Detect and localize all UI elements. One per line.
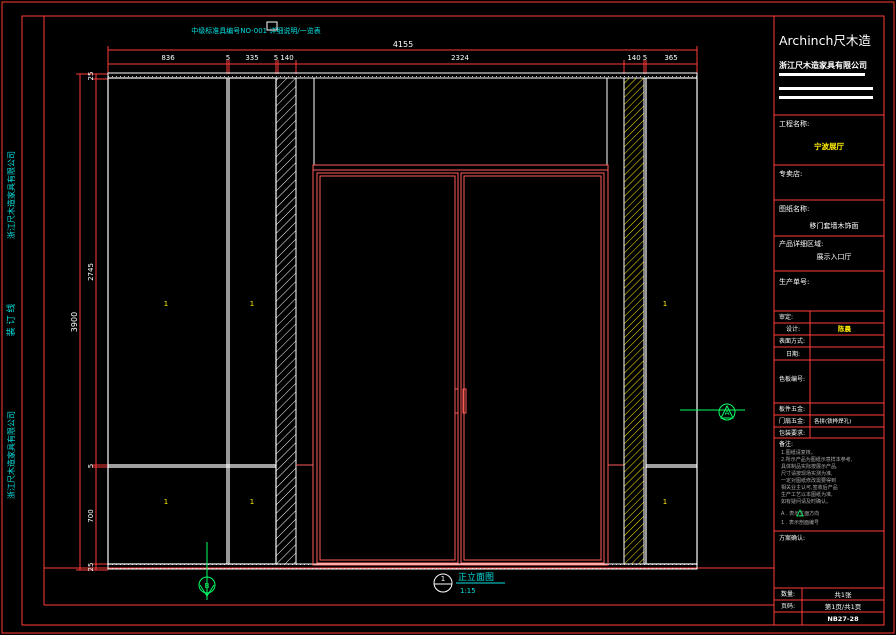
note-line: 1.图纸请复核。 [781, 449, 816, 456]
design-label: 设计: [786, 325, 800, 333]
note-line: 具体制品实际按展示产品, [781, 463, 838, 470]
title-block: Archinch尺木造 浙江尺木造家具有限公司 工程名称: 宁波展厅 专卖店: … [773, 15, 885, 626]
panel-mark: 1 [250, 300, 254, 308]
section-marker-b-label: B [205, 582, 210, 590]
left-wall-panels: 1 1 1 1 [107, 77, 277, 565]
top-cornice [107, 72, 698, 79]
dim-upper: 2745 [87, 263, 95, 281]
view-number: 1 [441, 575, 445, 583]
design-value: 陈晨 [838, 324, 852, 333]
height-dimensions: 3900 25 2745 5 700 25 [70, 72, 108, 572]
panel-mark: 1 [663, 498, 667, 506]
dim-140a: 140 [280, 54, 293, 62]
door-hardware-label: 门扇五金: [779, 417, 805, 425]
notes-label: 备注: [779, 440, 793, 448]
dim-5a: 5 [226, 54, 230, 62]
overall-width-label: 4155 [393, 40, 413, 49]
door-hardware-value: 各拼(铁桦焊孔) [814, 417, 851, 425]
page-value: 第1页/共1页 [825, 602, 862, 611]
drawing-name-label: 图纸名称: [779, 204, 809, 213]
section-marker-b: B [198, 542, 216, 600]
section-marker-a: A [680, 403, 745, 421]
note-line: 一定对图纸修改需要得到 [781, 477, 836, 484]
panel-mark: 1 [164, 498, 168, 506]
area-value: 展示入口厅 [817, 253, 852, 261]
dim-365: 365 [664, 54, 677, 62]
dim-140b: 140 [627, 54, 640, 62]
company-info-bar [779, 73, 865, 76]
right-column-section [623, 77, 645, 565]
dim-height-total: 3900 [70, 312, 79, 332]
color-label: 色板编号: [779, 375, 805, 383]
door-handle-left [454, 388, 459, 414]
dim-5c: 5 [643, 54, 647, 62]
right-wall-panel: 1 1 [645, 77, 698, 565]
dim-2324: 2324 [451, 54, 469, 62]
dim-335: 335 [245, 54, 258, 62]
drawing-number: NB27-28 [827, 615, 859, 623]
note-line: 如有疑问请及时确认。 [781, 498, 831, 505]
note-line: 相关业主认可,签收后产品 [781, 484, 838, 491]
scheme-label: 方案确认: [779, 534, 805, 542]
quantity-label: 数量: [781, 590, 795, 598]
left-column-section [275, 77, 297, 565]
dim-836: 836 [161, 54, 175, 62]
panel-hardware-label: 板件五金: [779, 405, 805, 413]
dim-mid: 5 [87, 464, 95, 468]
dim-top-margin: 25 [87, 72, 95, 81]
review-label: 审定: [779, 313, 793, 321]
panel-mark: 1 [250, 498, 254, 506]
panel-mark: 1 [663, 300, 667, 308]
view-title-text: 正立面图 [458, 571, 494, 583]
store-label: 专卖店: [779, 169, 802, 178]
side-text-lower: 浙江尺木造家具有限公司 [6, 411, 16, 499]
company-info-bar [779, 87, 873, 90]
project-label: 工程名称: [779, 119, 809, 128]
dim-lower: 700 [87, 509, 95, 522]
top-note-marker [266, 21, 278, 31]
brand-logo: Archinch尺木造 [779, 33, 871, 48]
door-handle-right [462, 388, 467, 414]
note-line: 尺寸请按现场实测为准, [781, 470, 833, 477]
note-line: 2.所示产品为图纸示意样本参考, [781, 456, 853, 463]
page-label: 页码: [781, 602, 795, 610]
side-text-binding: 装 订 线 [5, 304, 17, 337]
segment-dimensions: 836 5 335 5 140 2324 140 5 365 [108, 54, 697, 74]
production-no-label: 生产单号: [779, 277, 809, 286]
sliding-door-right-leaf [460, 172, 605, 564]
overall-width-dimension: 4155 [107, 40, 698, 74]
note-line: 生产工艺以本图纸为准, [781, 491, 833, 498]
area-label: 产品详细区域: [779, 239, 823, 248]
drawing-name-value: 移门套墙木饰面 [810, 221, 859, 230]
company-name: 浙江尺木造家具有限公司 [779, 60, 867, 70]
side-text-upper: 浙江尺木造家具有限公司 [6, 151, 16, 239]
dim-5b: 5 [274, 54, 278, 62]
bottom-skirting [107, 563, 698, 570]
view-title: 1 正立面图 1:15 [433, 571, 505, 595]
panel-mark: 1 [164, 300, 168, 308]
note-section-symbol-icon [796, 509, 804, 517]
view-scale: 1:15 [460, 587, 476, 595]
door-frame [296, 77, 624, 566]
top-note: 中级标准具编号NO-001 详细说明/一览表 [191, 26, 320, 35]
inner-border [21, 15, 885, 626]
sliding-door-left-leaf [316, 172, 459, 564]
note-line: A . 表示立面方向 [781, 510, 819, 517]
dim-bottom-margin: 25 [87, 563, 95, 572]
finish-label: 表面方式: [779, 337, 805, 345]
company-info-bar [779, 96, 873, 99]
project-value: 宁波展厅 [814, 141, 844, 151]
quantity-value: 共1张 [834, 590, 852, 599]
packaging-label: 包装要求: [779, 429, 805, 437]
section-marker-a-label: A [725, 409, 730, 417]
note-line: 1 . 表示剖面编号 [781, 519, 819, 526]
notes-list: 1.图纸请复核。 2.所示产品为图纸示意样本参考, 具体制品实际按展示产品, 尺… [781, 449, 853, 526]
date-label: 日期: [786, 350, 800, 358]
